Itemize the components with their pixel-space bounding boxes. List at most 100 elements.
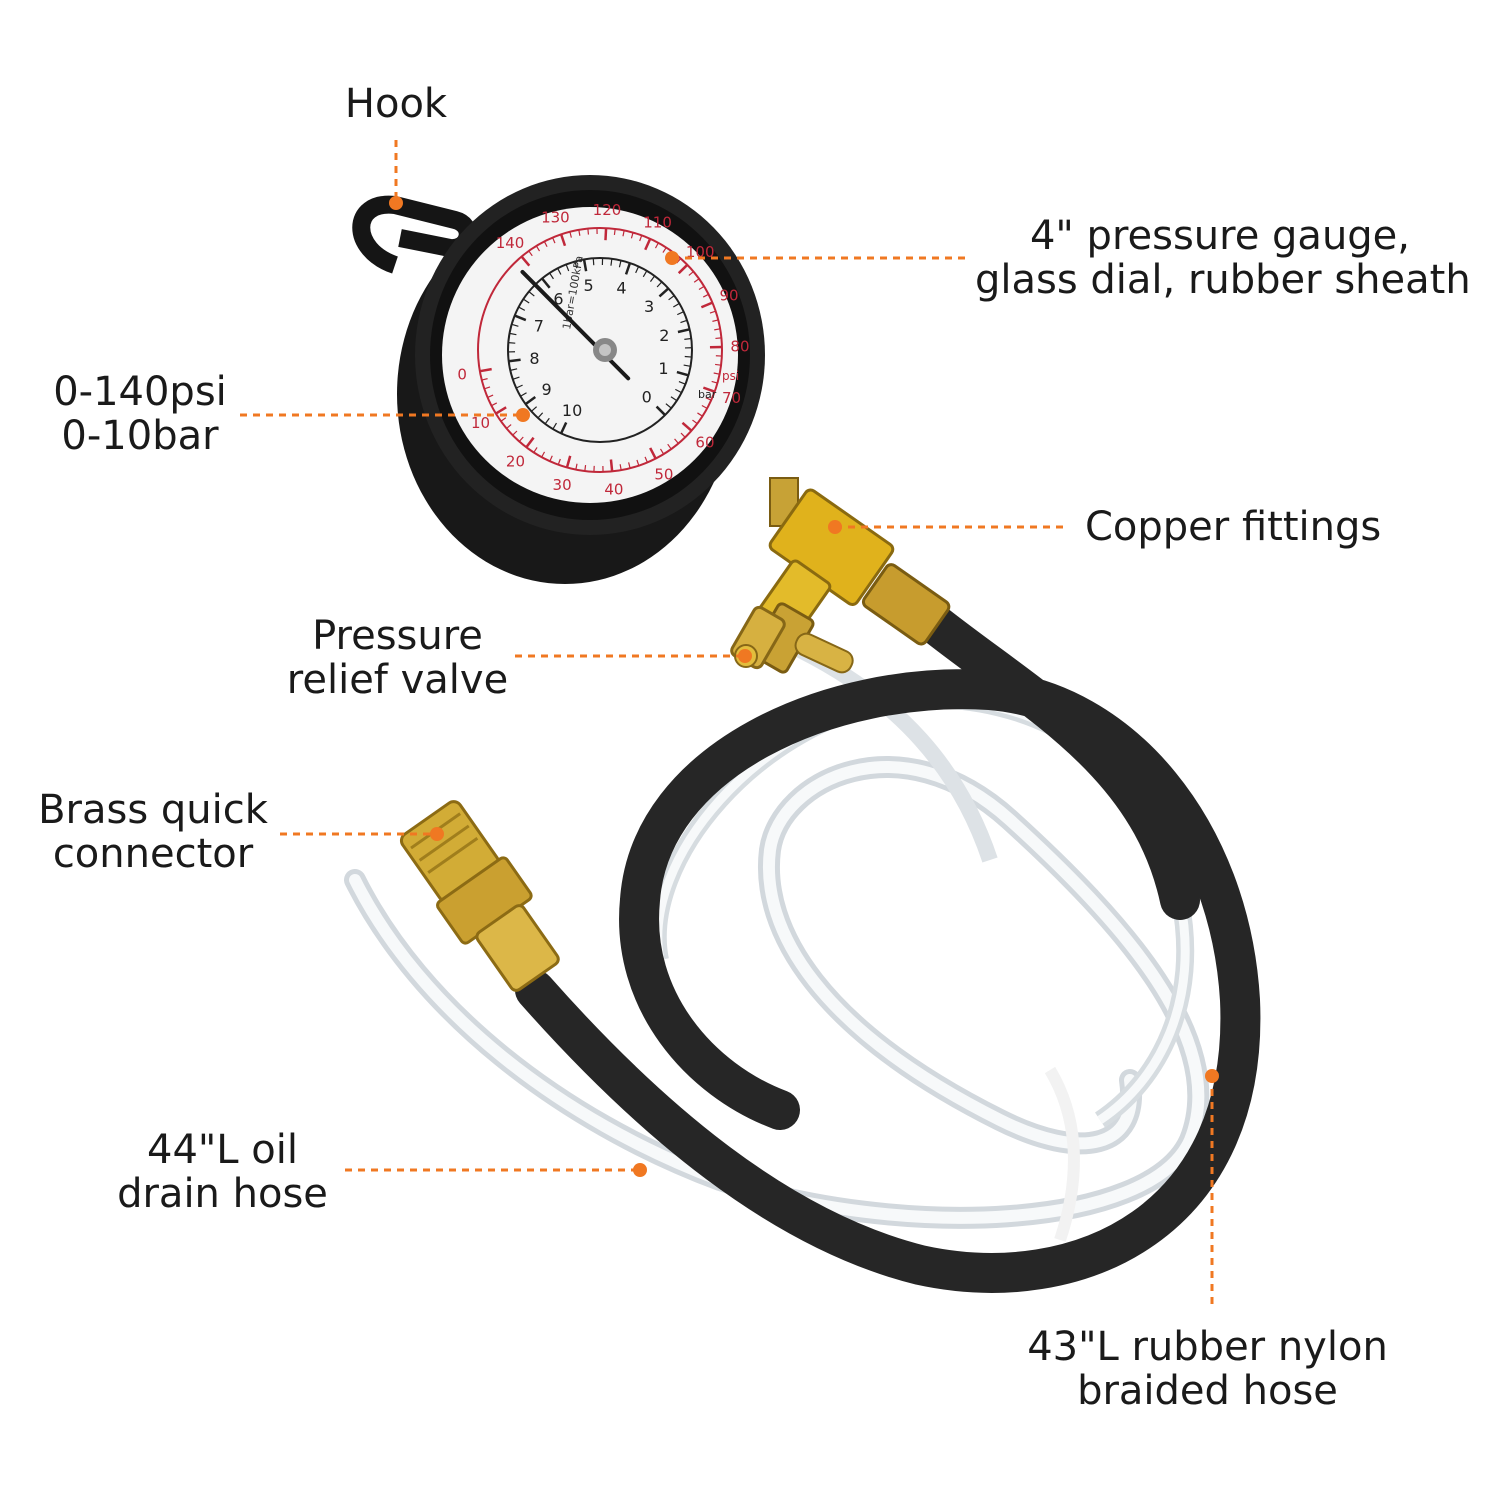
bar-tick	[642, 270, 648, 278]
bar-tick	[508, 358, 521, 363]
psi-tick	[693, 278, 700, 283]
bar-tick	[677, 328, 690, 334]
bar-tick	[544, 417, 550, 425]
callout-dot-hook	[389, 196, 403, 210]
bar-tick	[509, 332, 517, 336]
callout-dot-relief	[738, 649, 752, 663]
callout-dot-gauge	[665, 251, 679, 265]
bar-tick	[624, 262, 632, 275]
bar-tick-label: 0	[642, 388, 652, 407]
callout-dot-connector	[430, 827, 444, 841]
bar-tick	[656, 281, 663, 288]
cable-tie	[1044, 1066, 1080, 1242]
psi-tick-label: 10	[471, 414, 490, 432]
bar-tick	[678, 381, 686, 385]
psi-tick	[654, 242, 659, 249]
label-copper: Copper fittings	[1085, 504, 1382, 550]
bar-tick-label: 6	[553, 290, 563, 309]
psi-tick	[667, 443, 672, 450]
brass-quick-connector	[399, 800, 560, 992]
psi-tick	[500, 417, 507, 422]
bar-tick	[610, 258, 613, 266]
psi-tick	[569, 231, 572, 238]
psi-tick	[677, 263, 689, 275]
bar-tick	[512, 376, 520, 380]
bar-tick-label: 10	[562, 401, 582, 420]
bar-tick	[565, 264, 570, 272]
bar-tick-label: 3	[644, 297, 654, 316]
psi-tick	[613, 228, 616, 235]
label-range: 0-140psi 0-10bar	[53, 369, 227, 459]
bar-tick	[668, 295, 675, 301]
bar-tick	[683, 364, 691, 367]
psi-tick	[700, 301, 713, 309]
psi-tick	[578, 229, 581, 236]
psi-tick-label: 40	[604, 480, 623, 498]
bar-tick	[508, 342, 516, 344]
psi-tick	[479, 367, 492, 373]
bar-tick	[655, 405, 666, 416]
hoses	[344, 600, 1261, 1293]
bar-tick	[518, 306, 526, 311]
bar-tick	[549, 272, 554, 280]
bar-tick	[684, 337, 692, 340]
psi-tick-label: 80	[730, 338, 749, 356]
psi-tick	[512, 430, 518, 436]
psi-tick-label: 120	[593, 201, 622, 219]
bar-tick	[510, 368, 518, 371]
psi-tick	[701, 404, 708, 409]
psi-tick	[628, 462, 631, 469]
psi-tick-label: 110	[643, 213, 672, 231]
psi-tick	[636, 459, 640, 466]
psi-tick	[619, 464, 622, 471]
psi-tick	[715, 337, 722, 340]
psi-tick	[714, 328, 721, 331]
bar-tick	[673, 302, 680, 308]
psi-tick-label: 20	[506, 453, 525, 471]
psi-tick	[659, 448, 665, 455]
bar-tick	[552, 422, 557, 430]
psi-tick	[712, 319, 719, 322]
psi-tick	[705, 397, 712, 401]
psi-tick-label: 50	[654, 466, 673, 484]
psi-tick-label: 70	[722, 389, 741, 407]
psi-tick	[575, 463, 578, 470]
bar-tick	[515, 384, 523, 389]
psi-tick	[525, 436, 535, 449]
bar-tick	[676, 370, 689, 377]
psi-tick	[535, 245, 541, 252]
psi-tick	[584, 465, 587, 472]
bar-tick	[528, 291, 535, 297]
psi-arc	[477, 227, 723, 473]
psi-tick	[557, 458, 561, 465]
psi-tick	[662, 247, 667, 253]
dial-face	[442, 207, 738, 503]
psi-tick	[649, 447, 657, 460]
bar-tick-label: 9	[542, 380, 552, 399]
bar-tick	[592, 258, 595, 266]
psi-tick-label: 100	[686, 243, 715, 261]
rubber-braided-hose	[515, 600, 1261, 1293]
bar-tick	[559, 421, 568, 434]
psi-tick	[644, 238, 652, 251]
psi-tick	[565, 455, 572, 468]
bar-tick	[514, 314, 527, 322]
bar-tick	[677, 311, 684, 316]
psi-tick	[604, 228, 608, 241]
bar-tick	[523, 298, 530, 304]
psi-tick	[520, 255, 531, 267]
psi-tick	[609, 459, 614, 472]
unit-bar: bar	[698, 388, 717, 401]
psi-tick-label: 30	[553, 476, 572, 494]
callout-dot-rubber	[1205, 1069, 1219, 1083]
bar-tick-label: 8	[529, 349, 539, 368]
psi-tick-label: 90	[719, 287, 738, 305]
bar-tick	[537, 412, 544, 419]
psi-tick	[702, 293, 709, 298]
psi-tick	[559, 233, 567, 247]
bar-tick	[635, 266, 640, 274]
bar-tick	[511, 323, 519, 327]
